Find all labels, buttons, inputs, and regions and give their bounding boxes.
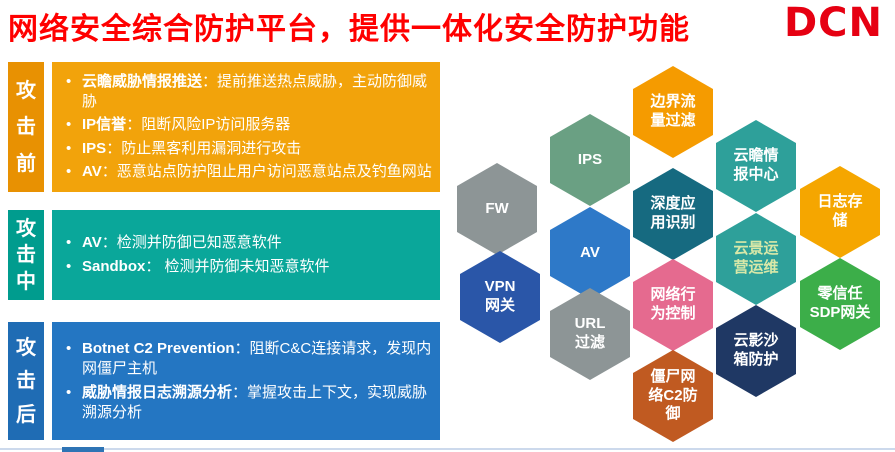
hex-label-line: 僵尸网	[650, 367, 696, 385]
bullet-item: AV：恶意站点防护阻止用户访问恶意站点及钓鱼网站	[64, 162, 432, 183]
hex-label-line: 深度应	[650, 195, 696, 213]
phase-label-char: 击	[16, 244, 36, 266]
hex-label-line: 箱防护	[733, 351, 779, 368]
hex-label-line: 边界流	[650, 93, 696, 111]
phase-label-post-attack: 攻击后	[8, 322, 44, 440]
hex-network-behavior-control: 网络行为控制	[633, 259, 713, 351]
bullet-keyword: IP信誉	[82, 116, 127, 134]
bullet-list: Botnet C2 Prevention：阻断C&C连接请求，发现内网僵尸主机威…	[64, 336, 432, 426]
hex-label-line: 络C2防	[648, 386, 698, 404]
phase-label-char: 击	[16, 116, 36, 138]
page-title: 网络安全综合防护平台，提供一体化安全防护功能	[8, 13, 690, 46]
bullet-keyword: Botnet C2 Prevention	[82, 340, 235, 357]
hex-label-line: 日志存	[817, 193, 863, 211]
bullet-item: 威胁情报日志溯源分析：掌握攻击上下文，实现威胁溯源分析	[64, 383, 432, 424]
hex-ips: IPS	[550, 114, 630, 206]
hex-label-line: SDP网关	[809, 304, 871, 321]
phase-content-pre-attack: 云瞻威胁情报推送：提前推送热点威胁，主动防御威胁IP信誉：阻断风险IP访问服务器…	[52, 62, 440, 192]
phase-content-mid-attack: AV：检测并防御已知恶意软件 Sandbox： 检测并防御未知恶意软件	[52, 210, 440, 300]
footer-accent	[62, 447, 104, 452]
hex-label-line: URL	[574, 315, 606, 333]
hex-label-line: 云景运	[733, 240, 779, 258]
hex-label-line: 量过滤	[650, 112, 696, 129]
phase-label-char: 中	[16, 270, 36, 293]
hex-label-line: 过滤	[574, 334, 605, 351]
hex-cloud-intel-center: 云瞻情报中心	[716, 120, 796, 212]
hex-label-line: FW	[485, 199, 509, 217]
hex-log-storage: 日志存储	[800, 166, 880, 258]
bullet-item: Sandbox： 检测并防御未知恶意软件	[64, 257, 432, 278]
bullet-item: 云瞻威胁情报推送：提前推送热点威胁，主动防御威胁	[64, 72, 432, 113]
bullet-keyword: 威胁情报日志溯源分析	[82, 383, 233, 401]
hex-fw: FW	[457, 163, 537, 255]
bullet-keyword: Sandbox	[82, 257, 146, 275]
bullet-keyword: AV	[82, 234, 102, 252]
hex-label-line: 云瞻情	[733, 147, 779, 165]
hex-label-line: 为控制	[650, 305, 696, 322]
bullet-item: Botnet C2 Prevention：阻断C&C连接请求，发现内网僵尸主机	[64, 339, 432, 380]
hex-av: AV	[550, 207, 630, 299]
phase-content-post-attack: Botnet C2 Prevention：阻断C&C连接请求，发现内网僵尸主机威…	[52, 322, 440, 440]
hex-label-line: 云影沙	[733, 332, 779, 350]
bullet-list: AV：检测并防御已知恶意软件 Sandbox： 检测并防御未知恶意软件	[64, 230, 432, 280]
phase-section-post-attack: 攻击后 Botnet C2 Prevention：阻断C&C连接请求，发现内网僵尸…	[8, 322, 440, 440]
hex-boundary-traffic-filter: 边界流量过滤	[633, 66, 713, 158]
hex-label-line: 御	[665, 405, 681, 423]
hex-label-line: IPS	[577, 150, 603, 168]
hex-label-line: 网关	[484, 297, 515, 314]
bullet-keyword: AV	[82, 162, 102, 180]
hex-label-line: 储	[832, 212, 848, 229]
hex-label-line: 营运维	[733, 259, 779, 276]
phase-section-pre-attack: 攻击前云瞻威胁情报推送：提前推送热点威胁，主动防御威胁IP信誉：阻断风险IP访问…	[8, 62, 440, 192]
phase-section-mid-attack: 攻击中 AV：检测并防御已知恶意软件 Sandbox： 检测并防御未知恶意软件	[8, 210, 440, 300]
phase-label-char: 前	[16, 152, 36, 175]
dcn-logo: DCN	[783, 0, 883, 46]
phase-label-char: 攻	[16, 217, 36, 240]
bullet-keyword: IPS	[82, 139, 107, 157]
hex-label-line: 网络行	[650, 286, 696, 304]
hex-label-line: AV	[580, 243, 600, 261]
phase-label-char: 攻	[16, 336, 36, 359]
hex-cloud-shadow-sandbox: 云影沙箱防护	[716, 305, 796, 397]
hex-deep-app-identification: 深度应用识别	[633, 168, 713, 260]
hex-botnet-c2-defense: 僵尸网络C2防御	[633, 350, 713, 442]
bullet-item: IP信誉：阻断风险IP访问服务器	[64, 115, 432, 136]
hex-label-line: 用识别	[650, 214, 696, 231]
bullet-item: IPS：防止黑客利用漏洞进行攻击	[64, 139, 432, 160]
phase-label-pre-attack: 攻击前	[8, 62, 44, 192]
phase-label-mid-attack: 攻击中	[8, 210, 44, 300]
phase-label-char: 攻	[16, 79, 36, 102]
hex-label-line: 零信任	[817, 285, 863, 303]
footer-line	[0, 448, 895, 450]
hex-label-line: 报中心	[733, 166, 779, 183]
hex-label-line: VPN	[484, 278, 516, 296]
phase-label-char: 后	[16, 403, 36, 426]
hex-cloud-ops: 云景运营运维	[716, 213, 796, 305]
bullet-list: 云瞻威胁情报推送：提前推送热点威胁，主动防御威胁IP信誉：阻断风险IP访问服务器…	[64, 69, 432, 185]
bullet-keyword: 云瞻威胁情报推送	[82, 72, 203, 90]
bullet-item: AV：检测并防御已知恶意软件	[64, 233, 432, 254]
phase-label-char: 击	[16, 370, 36, 392]
